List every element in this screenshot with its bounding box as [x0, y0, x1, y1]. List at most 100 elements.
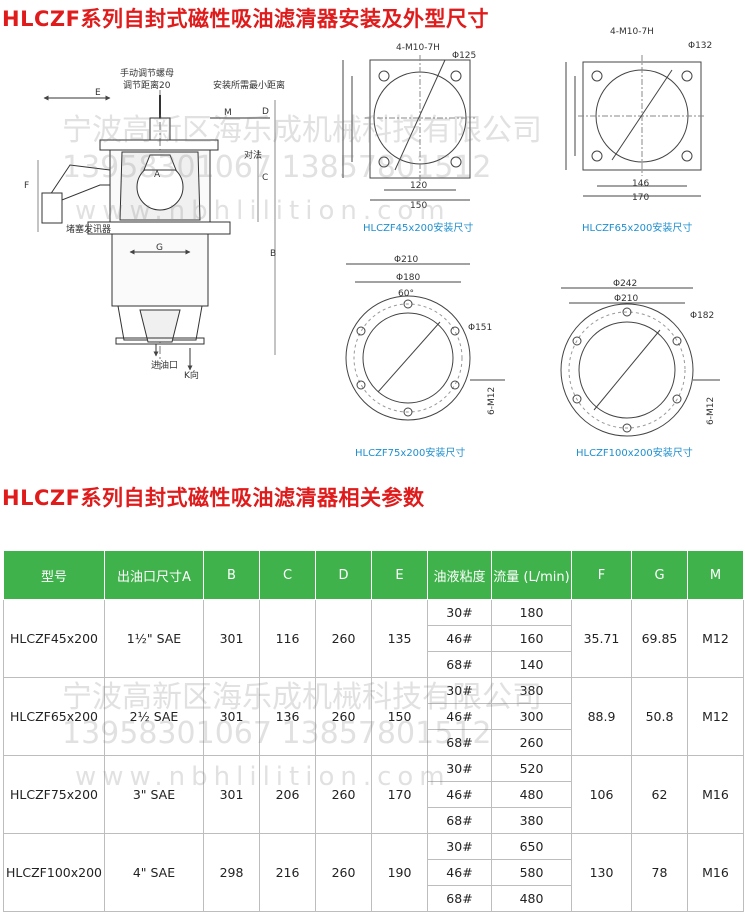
svg-text:调节距离20: 调节距离20 — [123, 79, 171, 91]
svg-text:F: F — [24, 181, 29, 191]
svg-text:HLCZF75x200安装尺寸: HLCZF75x200安装尺寸 — [355, 446, 465, 459]
svg-text:Φ210: Φ210 — [614, 294, 639, 304]
table-row: 68# 480 — [4, 885, 744, 912]
table-row: HLCZF100x200 4" SAE 298 216 260 190 30# … — [3, 833, 744, 912]
cell-c: 116 — [259, 599, 316, 678]
cell-viscosity: 68# — [427, 807, 492, 834]
table-row: 68# 140 — [4, 651, 744, 678]
mount-100-drawing — [560, 287, 720, 437]
cell-flow: 300 — [491, 703, 572, 730]
cell-flow: 480 — [491, 885, 572, 912]
svg-text:6-M12: 6-M12 — [487, 387, 497, 415]
header-m: M — [687, 550, 744, 600]
params-table: 型号 出油口尺寸A B C D E 油液粘度 流量 (L/min) F G M … — [3, 550, 744, 912]
cell-a: 1½" SAE — [104, 599, 204, 678]
header-flow: 流量 (L/min) — [491, 550, 572, 600]
cell-b: 301 — [203, 755, 260, 834]
cell-c: 206 — [259, 755, 316, 834]
table-row: HLCZF45x200 1½" SAE 301 116 260 135 30# … — [3, 599, 744, 678]
cell-f: 88.9 — [571, 677, 632, 756]
cell-c: 136 — [259, 677, 316, 756]
svg-text:4-M10-7H: 4-M10-7H — [396, 43, 440, 53]
cell-d: 260 — [315, 833, 372, 912]
cell-flow: 580 — [491, 859, 572, 886]
cell-f: 106 — [571, 755, 632, 834]
svg-text:M: M — [224, 108, 232, 118]
cell-b: 301 — [203, 599, 260, 678]
cell-m: M12 — [687, 599, 744, 678]
svg-text:HLCZF100x200安装尺寸: HLCZF100x200安装尺寸 — [576, 446, 693, 459]
cell-viscosity: 46# — [427, 781, 492, 808]
cell-model: HLCZF45x200 — [3, 599, 105, 678]
table-row: 46# 300 — [4, 703, 744, 730]
svg-text:4-M10-7H: 4-M10-7H — [610, 27, 654, 37]
cell-viscosity: 46# — [427, 703, 492, 730]
svg-text:Φ125: Φ125 — [452, 51, 476, 61]
cell-g: 50.8 — [631, 677, 688, 756]
cell-e: 150 — [371, 677, 428, 756]
cell-flow: 380 — [491, 677, 572, 704]
svg-text:Φ180: Φ180 — [396, 273, 421, 283]
mount-100-labels: Φ242 Φ210 Φ182 6-M12 HLCZF100x200安装尺寸 — [576, 279, 716, 459]
table-row: HLCZF65x200 2½ SAE 301 136 260 150 30# 3… — [3, 677, 744, 756]
svg-text:Φ132: Φ132 — [688, 41, 712, 51]
drawing-title: HLCZF系列自封式磁性吸油滤清器安装及外型尺寸 — [2, 7, 489, 31]
cell-e: 170 — [371, 755, 428, 834]
cell-m: M16 — [687, 755, 744, 834]
cell-a: 2½ SAE — [104, 677, 204, 756]
cell-model: HLCZF100x200 — [3, 833, 105, 912]
cell-a: 3" SAE — [104, 755, 204, 834]
mount-45-labels: 4-M10-7H Φ125 120 150 HLCZF45x200安装尺寸 — [363, 43, 476, 234]
svg-text:Φ182: Φ182 — [690, 311, 714, 321]
mount-75-labels: Φ210 Φ180 60° Φ151 6-M12 HLCZF75x200安装尺寸 — [355, 255, 497, 459]
header-a: 出油口尺寸A — [104, 550, 204, 600]
cell-d: 260 — [315, 599, 372, 678]
cell-viscosity: 68# — [427, 885, 492, 912]
header-viscosity: 油液粘度 — [427, 550, 492, 600]
cell-flow: 140 — [491, 651, 572, 678]
svg-text:146: 146 — [632, 179, 649, 189]
cell-viscosity: 68# — [427, 729, 492, 756]
svg-text:Φ242: Φ242 — [613, 279, 637, 289]
svg-text:HLCZF45x200安装尺寸: HLCZF45x200安装尺寸 — [363, 221, 473, 234]
cell-viscosity: 30# — [427, 755, 492, 782]
svg-text:安装所需最小距离: 安装所需最小距离 — [213, 79, 285, 91]
cell-f: 130 — [571, 833, 632, 912]
svg-text:C: C — [262, 173, 268, 183]
cell-m: M16 — [687, 833, 744, 912]
cell-viscosity: 30# — [427, 833, 492, 860]
cell-e: 135 — [371, 599, 428, 678]
cell-flow: 160 — [491, 625, 572, 652]
cell-model: HLCZF65x200 — [3, 677, 105, 756]
cell-flow: 260 — [491, 729, 572, 756]
svg-text:G: G — [156, 243, 163, 253]
svg-text:HLCZF65x200安装尺寸: HLCZF65x200安装尺寸 — [582, 221, 692, 234]
table-header: 型号 出油口尺寸A B C D E 油液粘度 流量 (L/min) F G M — [3, 550, 744, 600]
svg-text:进油口: 进油口 — [151, 359, 178, 371]
cell-c: 216 — [259, 833, 316, 912]
cell-flow: 520 — [491, 755, 572, 782]
svg-text:手动调节螺母: 手动调节螺母 — [120, 67, 174, 79]
header-b: B — [203, 550, 260, 600]
cell-e: 190 — [371, 833, 428, 912]
cell-f: 35.71 — [571, 599, 632, 678]
mount-65-labels: 4-M10-7H Φ132 146 170 HLCZF65x200安装尺寸 — [582, 27, 712, 234]
cell-flow: 380 — [491, 807, 572, 834]
cell-flow: 180 — [491, 599, 572, 626]
cell-g: 78 — [631, 833, 688, 912]
svg-text:堵塞发讯器: 堵塞发讯器 — [66, 223, 111, 235]
cell-d: 260 — [315, 677, 372, 756]
cell-b: 301 — [203, 677, 260, 756]
table-row: 68# 380 — [4, 807, 744, 834]
cell-b: 298 — [203, 833, 260, 912]
header-e: E — [371, 550, 428, 600]
technical-drawing: 手动调节螺母 调节距离20 安装所需最小距离 E M D C B F A G 对… — [24, 27, 720, 459]
cell-viscosity: 30# — [427, 677, 492, 704]
table-row: 46# 480 — [4, 781, 744, 808]
cell-flow: 650 — [491, 833, 572, 860]
svg-text:K向: K向 — [184, 369, 199, 381]
svg-text:120: 120 — [410, 181, 427, 191]
cell-model: HLCZF75x200 — [3, 755, 105, 834]
side-view-labels: 手动调节螺母 调节距离20 安装所需最小距离 E M D C B F A G 对… — [24, 67, 285, 381]
header-d: D — [315, 550, 372, 600]
